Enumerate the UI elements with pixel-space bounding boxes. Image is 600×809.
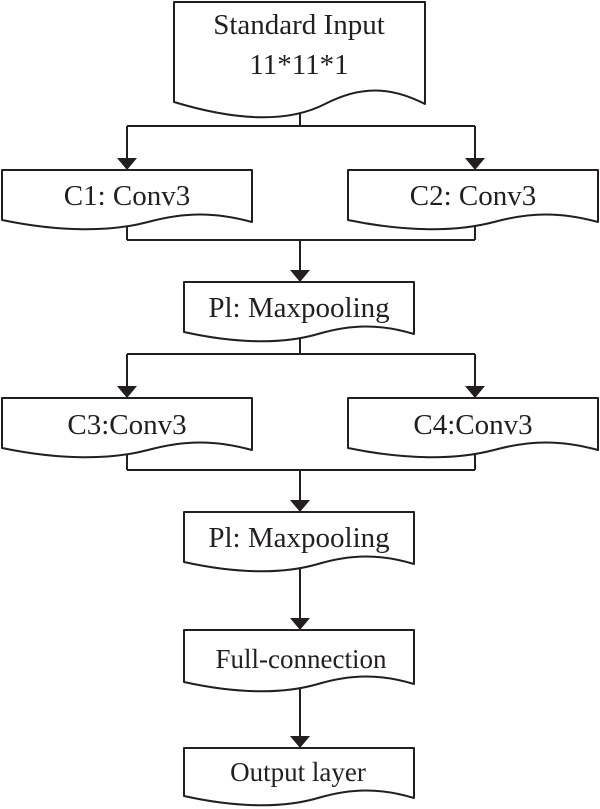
arrow-to-fc	[290, 618, 310, 630]
edge-merge-to-pool2	[126, 450, 476, 502]
node-output-layer: Output layer	[183, 747, 415, 807]
c2-label: C2: Conv3	[410, 180, 537, 212]
arrow-to-c1	[117, 158, 137, 170]
arrow-to-c3	[117, 386, 137, 398]
node-maxpooling-2: Pl: Maxpooling	[183, 511, 415, 573]
edge-input-split	[126, 104, 476, 160]
c1-label: C1: Conv3	[64, 180, 191, 212]
node-c3-conv3: C3:Conv3	[1, 397, 253, 459]
input-label-line2: 11*11*1	[249, 49, 348, 81]
edge-pool1-split	[126, 334, 476, 388]
pool1-label: Pl: Maxpooling	[208, 292, 389, 324]
node-maxpooling-1: Pl: Maxpooling	[183, 281, 415, 343]
arrow-to-c4	[465, 386, 485, 398]
arrow-to-pool2	[290, 500, 310, 512]
input-label-line1: Standard Input	[213, 9, 385, 41]
arrow-to-pool1	[290, 270, 310, 282]
node-standard-input: Standard Input 11*11*1	[173, 1, 426, 119]
c3-label: C3:Conv3	[67, 409, 186, 441]
arrow-to-c2	[465, 158, 485, 170]
pool2-label: Pl: Maxpooling	[208, 522, 389, 554]
c4-label: C4:Conv3	[413, 409, 532, 441]
node-full-connection: Full-connection	[183, 629, 415, 693]
node-c1-conv3: C1: Conv3	[1, 169, 253, 231]
connectors	[117, 104, 485, 748]
arrow-to-output	[290, 736, 310, 748]
output-label: Output layer	[230, 757, 366, 787]
fc-label: Full-connection	[216, 644, 387, 674]
node-c2-conv3: C2: Conv3	[347, 169, 599, 231]
edge-merge-to-pool1	[126, 222, 476, 272]
node-c4-conv3: C4:Conv3	[347, 397, 599, 459]
